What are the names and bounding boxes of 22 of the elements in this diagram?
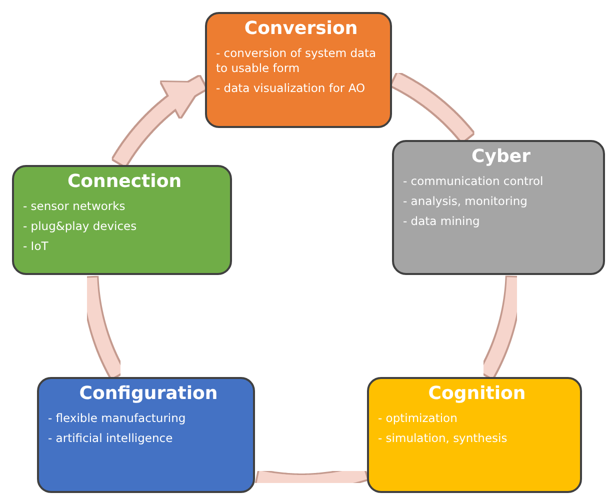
bullet-item: - sensor networks [23,199,126,214]
process-box [12,165,232,275]
bullet-item: - artificial intelligence [48,431,174,446]
box-title: Conversion [243,18,359,40]
process-box [392,140,605,275]
bullet-item: - flexible manufacturing [48,411,187,426]
box-title: Cyber [470,146,532,168]
process-box [367,377,582,493]
bullet-item: - optimization [378,411,458,426]
bullet-item: - conversion of system data to usable form [216,46,378,76]
process-box [205,12,392,128]
bullet-item: - communication control [403,174,544,189]
bullet-item: - plug&play devices [23,219,138,234]
bullet-item: - analysis, monitoring [403,194,528,209]
bullet-item: - simulation, synthesis [378,431,508,446]
bullet-item: - data visualization for AO [216,81,366,96]
bullet-item: - IoT [23,239,50,254]
bullet-item: - data mining [403,214,481,229]
box-title: Configuration [78,383,219,405]
process-box [37,377,255,493]
box-title: Connection [66,171,183,193]
box-title: Cognition [427,383,527,405]
